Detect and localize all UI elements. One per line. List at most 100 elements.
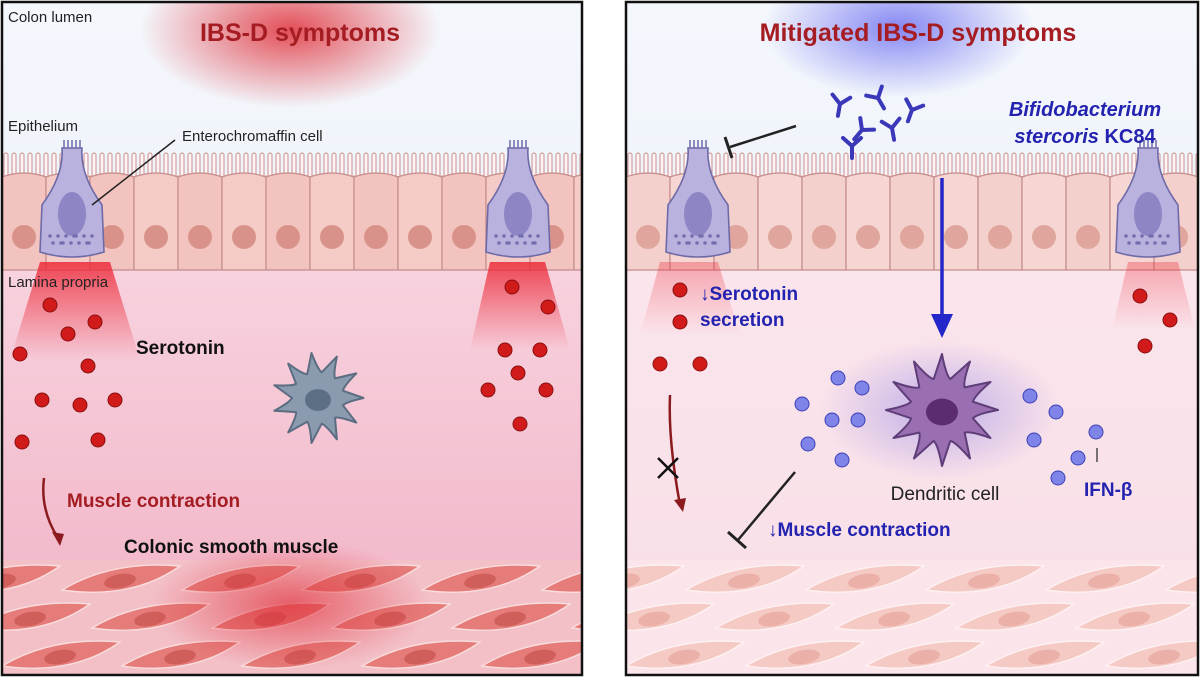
muscle-fiber <box>569 621 582 630</box>
microvillus <box>347 152 353 178</box>
muscle-nucleus <box>524 649 556 665</box>
microvillus <box>91 152 97 178</box>
muscle-nucleus <box>494 611 526 627</box>
molecule-dot <box>800 436 816 452</box>
right-panel-title: Mitigated IBS-D symptoms <box>760 19 1077 47</box>
microvillus <box>883 152 889 178</box>
left-panel-title: IBS-D symptoms <box>200 19 400 47</box>
microvillus <box>747 152 753 178</box>
immune-cell-icon <box>273 352 365 444</box>
muscle-nucleus <box>998 611 1030 627</box>
enterochromaffin-cells <box>665 140 1181 258</box>
microvillus <box>1187 152 1193 178</box>
muscle-nucleus <box>164 649 196 665</box>
muscle-nucleus <box>728 573 760 589</box>
microvillus <box>667 152 673 178</box>
blocked-arrow-icon <box>657 394 686 512</box>
molecule-dot <box>854 380 870 396</box>
cell-nucleus <box>636 225 660 249</box>
molecule-dot <box>1137 338 1153 354</box>
molecule-dot <box>14 434 30 450</box>
epithelial-cell <box>573 174 582 271</box>
epithelial-cell <box>1065 172 1111 271</box>
epithelial-cell <box>626 172 671 271</box>
molecule-dot <box>480 382 496 398</box>
muscle-nucleus <box>1088 573 1120 589</box>
molecule-dot <box>1022 388 1038 404</box>
molecule-dot <box>1162 312 1178 328</box>
microvillus <box>299 152 305 178</box>
muscle-nucleus <box>638 611 670 627</box>
microvillus <box>1115 152 1121 178</box>
molecule-dot <box>1070 450 1086 466</box>
microvillus <box>443 152 449 178</box>
muscle-nucleus <box>848 573 880 589</box>
microvillus <box>403 152 409 178</box>
molecule-dot <box>510 365 526 381</box>
muscle-fiber <box>539 571 582 593</box>
down-arrow-icon <box>931 178 953 338</box>
microvillus <box>755 152 761 178</box>
colonic-smooth-muscle-label: Colonic smooth muscle <box>124 537 338 558</box>
microvillus <box>1059 152 1065 178</box>
ec-nucleus <box>684 192 712 236</box>
molecule-dot <box>72 397 88 413</box>
muscle-glow <box>150 540 430 670</box>
bacterium <box>852 116 877 142</box>
cell-nucleus <box>144 225 168 249</box>
molecule-dot <box>794 396 810 412</box>
bacterium <box>841 136 863 160</box>
microvillus <box>843 152 849 178</box>
microvillus <box>435 152 441 178</box>
bacterium <box>904 97 926 124</box>
muscle-fiber <box>2 564 62 591</box>
dendritic-cell-icon <box>885 353 999 467</box>
muscle-fiber <box>626 564 686 591</box>
microvillus <box>219 152 225 178</box>
epithelial-cell <box>889 172 935 271</box>
epithelial-cell <box>221 172 267 271</box>
labels: IBS-D symptoms Colon lumen Epithelium En… <box>8 9 1161 558</box>
microvillus <box>315 152 321 178</box>
cell-nucleus <box>584 225 608 249</box>
microvillus <box>979 152 985 178</box>
muscle-inhibition-icon <box>727 471 796 550</box>
epithelial-cell <box>801 172 847 271</box>
symptom-glow <box>140 2 440 108</box>
microvillus <box>227 152 233 178</box>
microvillus <box>835 152 841 178</box>
right-panel <box>626 2 1198 675</box>
molecule-dot <box>834 452 850 468</box>
microvillus <box>43 152 49 178</box>
cell-nucleus <box>100 225 124 249</box>
molecule-dot <box>692 356 708 372</box>
microvillus <box>659 152 665 178</box>
epithelial-cell <box>177 172 223 271</box>
microvillus <box>891 152 897 178</box>
molecule-dot <box>824 412 840 428</box>
muscle-nucleus <box>104 573 136 589</box>
microvillus <box>491 152 497 178</box>
enterochromaffin-cell-label: Enterochromaffin cell <box>182 128 323 145</box>
cell-nucleus <box>452 225 476 249</box>
epithelial-cell <box>757 172 803 271</box>
microvillus <box>179 152 185 178</box>
enterochromaffin-cells <box>39 140 551 258</box>
microvillus <box>531 152 537 178</box>
muscle-nucleus <box>878 611 910 627</box>
serotonin-molecules <box>652 282 1178 372</box>
serotonin-secretion-label: ↓Serotonin <box>700 284 798 305</box>
muscle-nucleus <box>758 611 790 627</box>
microvillus <box>307 152 313 178</box>
serotonin-molecules <box>12 279 556 450</box>
molecule-dot <box>672 314 688 330</box>
bacterium <box>864 84 886 111</box>
microvillus <box>1099 152 1105 178</box>
muscle-fiber <box>1163 574 1198 593</box>
muscle-contraction-reduced-label: ↓Muscle contraction <box>768 520 951 541</box>
bacterium-strain: stercoris KC84 <box>1014 126 1156 148</box>
molecule-dot <box>1088 424 1104 440</box>
bacteria-icon <box>830 84 926 160</box>
microvillus <box>971 152 977 178</box>
